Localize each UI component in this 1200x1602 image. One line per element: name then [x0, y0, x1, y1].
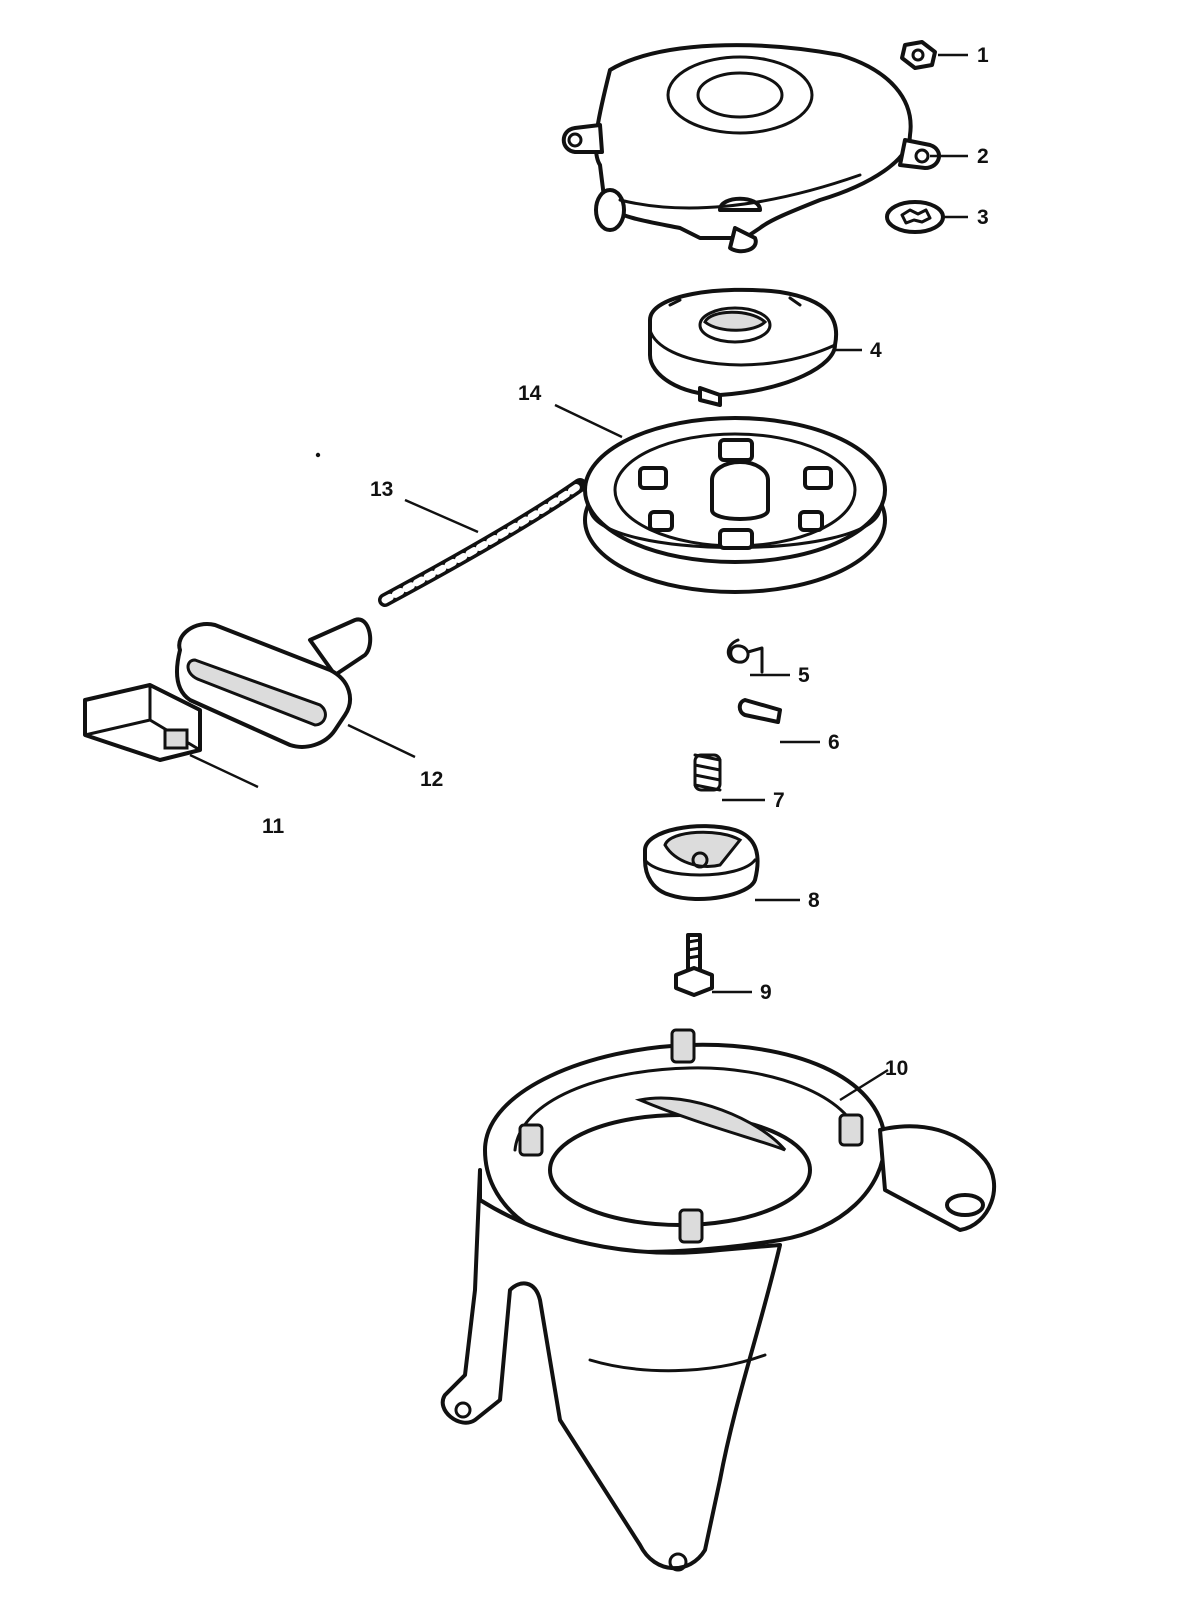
callout-7: 7	[773, 789, 785, 812]
callout-11: 11	[262, 815, 285, 838]
lock-washer	[885, 200, 945, 234]
leader-lines	[189, 53, 968, 1102]
spring-housing	[648, 287, 839, 407]
center-bolt	[674, 933, 714, 997]
starter-frame	[440, 1028, 996, 1572]
callout-3: 3	[977, 206, 989, 229]
callout-labels: 1 2 3 4 5 6 7 8 9 10 11 12 13 14	[262, 44, 989, 1080]
callout-4: 4	[870, 339, 882, 362]
compression-spring	[693, 753, 722, 792]
pawl-spring	[726, 638, 764, 674]
stray-dot	[315, 452, 321, 458]
callout-14: 14	[518, 382, 542, 405]
starter-rope	[378, 478, 587, 607]
callout-10: 10	[885, 1057, 908, 1080]
starter-handle	[175, 617, 373, 749]
pawl	[737, 698, 782, 724]
callout-2: 2	[977, 145, 989, 168]
handle-insert	[83, 683, 202, 762]
callout-6: 6	[828, 731, 840, 754]
callout-12: 12	[420, 768, 443, 791]
callout-9: 9	[760, 981, 772, 1004]
callout-5: 5	[798, 664, 810, 687]
callout-1: 1	[977, 44, 989, 67]
pawl-retainer	[643, 824, 760, 902]
rope-pulley	[583, 416, 887, 594]
nut	[900, 40, 937, 70]
callout-13: 13	[370, 478, 393, 501]
callout-8: 8	[808, 889, 820, 912]
cover-housing	[561, 43, 941, 254]
